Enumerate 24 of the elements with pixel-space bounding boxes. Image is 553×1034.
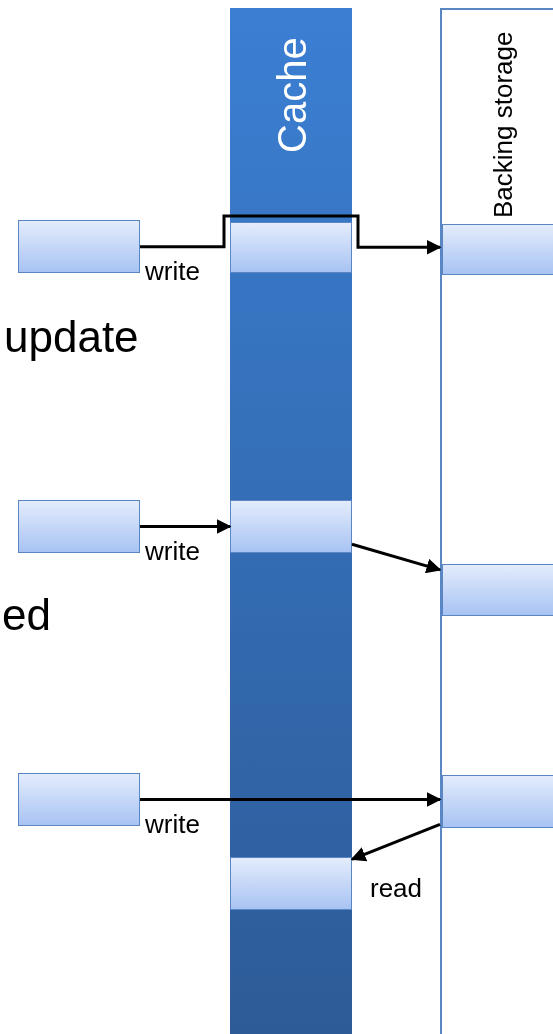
column-title: Cache [272, 37, 312, 153]
data-block [230, 222, 352, 273]
edge-label: write [145, 536, 200, 567]
data-block [18, 220, 140, 273]
data-block [230, 500, 352, 553]
data-block [442, 775, 553, 828]
cache-column [230, 8, 352, 1034]
arrow [140, 519, 232, 534]
slide-text: ed [2, 590, 51, 640]
data-block [230, 857, 352, 910]
arrow [350, 822, 441, 862]
edge-label: read [370, 873, 423, 904]
column-title: Backing storage [490, 31, 516, 218]
arrow [140, 792, 442, 807]
edge-label: write [145, 809, 200, 840]
arrow [351, 542, 442, 574]
arrow [140, 214, 442, 255]
data-block [442, 564, 553, 616]
data-block [442, 224, 553, 275]
data-block [18, 500, 140, 553]
storage-column [440, 8, 553, 1034]
slide-text: update [4, 312, 139, 362]
edge-label: write [145, 256, 200, 287]
data-block [18, 773, 140, 826]
